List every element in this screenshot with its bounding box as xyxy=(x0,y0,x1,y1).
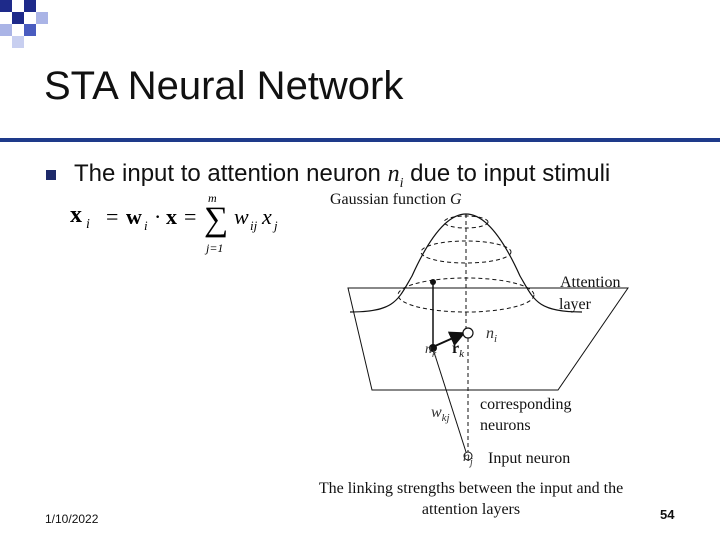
nj-node xyxy=(463,451,473,461)
nj-label: nj xyxy=(463,450,473,468)
eq-lhs: x xyxy=(70,202,82,228)
rk-label-symbol: r xyxy=(452,340,460,357)
gaussian-label-text: Gaussian function xyxy=(330,191,450,208)
gaussian-symbol: G xyxy=(449,191,462,208)
eq-lhs-sub: i xyxy=(86,217,90,232)
weight-line xyxy=(433,351,467,453)
slide-title: STA Neural Network xyxy=(44,64,404,108)
eq-w: w xyxy=(126,204,142,229)
ni-label-sub: i xyxy=(494,333,498,346)
bullet-text-after: due to input stimuli xyxy=(403,160,611,187)
caption-line-2: attention layers xyxy=(421,501,521,518)
bullet-text: The input to attention neuron ni due to … xyxy=(74,160,610,192)
bullet-text-before: The input to attention neuron xyxy=(74,160,388,187)
attention-layer-label-1: Attention xyxy=(560,274,621,291)
eq-term-x-sub: j xyxy=(272,218,278,233)
rk-label-sub: k xyxy=(459,348,464,361)
gaussian-ellipse-mid xyxy=(420,240,512,264)
eq-dot: · xyxy=(154,204,161,229)
slide-date: 1/10/2022 xyxy=(45,512,99,526)
ni-label-symbol: n xyxy=(486,325,494,342)
title-divider xyxy=(0,138,720,142)
weight-label-sub: kj xyxy=(441,412,450,425)
nk-node xyxy=(429,344,437,352)
neuron-subscript: i xyxy=(399,175,404,191)
eq-term-w: w xyxy=(234,204,249,229)
eq-x: x xyxy=(166,204,177,229)
page-number: 54 xyxy=(660,507,675,522)
gaussian-label: Gaussian function G xyxy=(330,191,462,209)
weight-label: wkj xyxy=(431,404,450,424)
corresponding-label-1: corresponding xyxy=(480,396,572,413)
nj-label-symbol: n xyxy=(463,450,470,465)
eq-sum-bottom: j=1 xyxy=(204,241,223,255)
eq-sum-top: m xyxy=(208,192,217,205)
attention-layer-label-2: layer xyxy=(559,296,591,313)
eq-equals-1: = xyxy=(106,204,118,229)
rk-label: rk xyxy=(452,340,464,360)
input-equation: x i = w i · x = m ∑ j=1 w ij x j xyxy=(70,192,278,255)
nk-label-sub: k xyxy=(432,348,437,360)
neuron-symbol: n xyxy=(387,161,400,187)
corner-decoration xyxy=(0,0,48,48)
nk-response-point xyxy=(430,279,436,285)
eq-equals-2: = xyxy=(184,204,196,229)
ni-node xyxy=(462,327,474,339)
eq-w-sub: i xyxy=(144,218,148,233)
eq-sum: ∑ xyxy=(204,201,228,238)
caption-line-1: The linking strengths between the input … xyxy=(318,480,624,497)
weight-label-symbol: w xyxy=(431,404,442,421)
input-neuron-label: Input neuron xyxy=(488,450,571,467)
ni-label: ni xyxy=(486,325,497,345)
nj-label-sub: j xyxy=(470,456,473,468)
bullet-marker xyxy=(46,170,56,180)
nk-label: nk xyxy=(425,342,436,360)
nk-label-symbol: n xyxy=(425,342,432,357)
corresponding-label-2: neurons xyxy=(480,417,531,434)
attention-layer-plane xyxy=(347,287,629,391)
rk-vector xyxy=(434,331,466,347)
eq-term-w-sub: ij xyxy=(250,218,258,233)
eq-term-x: x xyxy=(261,204,272,229)
